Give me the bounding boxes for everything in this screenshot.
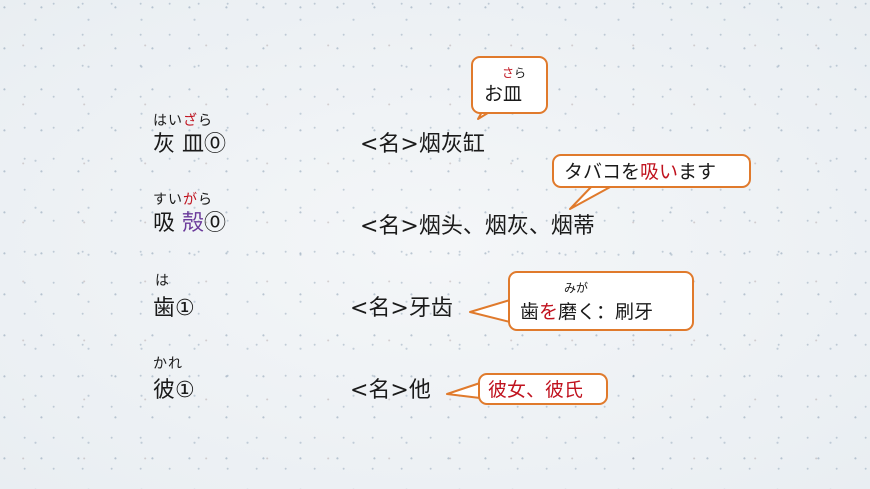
callout-hamigaku: みが 歯を磨く：刷牙: [508, 271, 694, 331]
word-kare: 彼①: [153, 378, 195, 403]
word-suigara: 吸 殻⓪: [153, 211, 227, 236]
word-haizara: 灰 皿⓪: [153, 132, 227, 157]
tail-kanojo: [446, 382, 481, 399]
tail-hamigaku: [469, 299, 511, 323]
callout-tabako: タバコを吸います: [552, 154, 751, 188]
callout-hamigaku-ruby: みが: [564, 281, 589, 295]
callout-kanojo: 彼女、彼氏: [478, 373, 608, 405]
meaning-ha: <名>牙齿: [350, 296, 453, 321]
callout-sara-text: お皿: [484, 83, 523, 105]
reading-suigara: すいがら: [153, 192, 213, 208]
meaning-suigara: <名>烟头、烟灰、烟蒂: [360, 214, 595, 239]
reading-kare: かれ: [153, 356, 183, 372]
callout-tabako-text: タバコを吸います: [564, 161, 717, 183]
callout-kanojo-text: 彼女、彼氏: [488, 379, 584, 401]
callout-hamigaku-text: 歯を磨く：刷牙: [520, 301, 654, 323]
meaning-haizara: <名>烟灰缸: [360, 132, 485, 157]
callout-sara-ruby: さら: [502, 66, 527, 80]
tail-tabako: [569, 185, 613, 210]
word-ha: 歯①: [153, 296, 195, 321]
meaning-kare: <名>他: [350, 378, 431, 403]
reading-ha: は: [155, 273, 170, 289]
reading-haizara: はいざら: [153, 113, 213, 129]
callout-sara: さら お皿: [471, 56, 548, 114]
